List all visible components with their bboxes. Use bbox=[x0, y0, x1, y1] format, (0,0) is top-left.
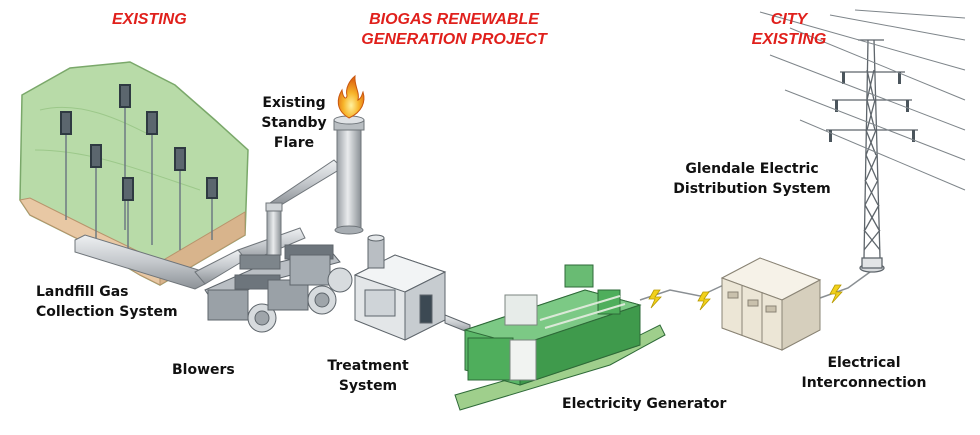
flare-pipe bbox=[265, 159, 343, 256]
header-city: CITY EXISTING bbox=[744, 10, 834, 50]
label-flare: Existing Standby Flare bbox=[254, 93, 334, 153]
label-flare-line3: Flare bbox=[273, 135, 315, 151]
blowers-unit bbox=[204, 244, 353, 333]
label-treatment: Treatment System bbox=[318, 356, 418, 396]
interconnection-cabinet bbox=[720, 257, 822, 351]
flare-stack bbox=[333, 115, 365, 235]
label-landfill: Landfill Gas Collection System bbox=[36, 282, 178, 322]
header-project: BIOGAS RENEWABLE GENERATION PROJECT bbox=[330, 10, 578, 50]
header-project-line1: BIOGAS RENEWABLE bbox=[369, 11, 539, 28]
label-generator: Electricity Generator bbox=[562, 396, 727, 412]
label-treatment-line2: System bbox=[338, 378, 398, 394]
generator-unit bbox=[454, 264, 666, 411]
label-blowers: Blowers bbox=[172, 362, 235, 378]
treatment-unit bbox=[353, 234, 471, 341]
flare-flame-icon bbox=[337, 74, 365, 119]
header-existing: EXISTING bbox=[112, 11, 187, 28]
label-interconnection-line1: Electrical bbox=[827, 355, 901, 371]
header-project-line2: GENERATION PROJECT bbox=[361, 31, 547, 48]
spark-icons bbox=[648, 284, 843, 311]
label-flare-line1: Existing bbox=[262, 95, 326, 111]
header-city-line2: EXISTING bbox=[751, 31, 827, 48]
label-distribution-line2: Distribution System bbox=[673, 181, 831, 197]
label-distribution: Glendale Electric Distribution System bbox=[664, 159, 840, 199]
insulators bbox=[829, 72, 915, 142]
label-landfill-line2: Collection System bbox=[36, 304, 178, 320]
label-interconnection: Electrical Interconnection bbox=[796, 353, 932, 393]
transmission-tower bbox=[826, 39, 918, 273]
transmission-wires bbox=[759, 9, 966, 191]
label-landfill-line1: Landfill Gas bbox=[36, 284, 129, 300]
label-treatment-line1: Treatment bbox=[327, 358, 409, 374]
header-city-line1: CITY bbox=[770, 11, 808, 28]
gas-wells bbox=[60, 84, 218, 255]
label-flare-line2: Standby bbox=[261, 115, 327, 131]
label-interconnection-line2: Interconnection bbox=[801, 375, 927, 391]
label-distribution-line1: Glendale Electric bbox=[685, 161, 819, 177]
